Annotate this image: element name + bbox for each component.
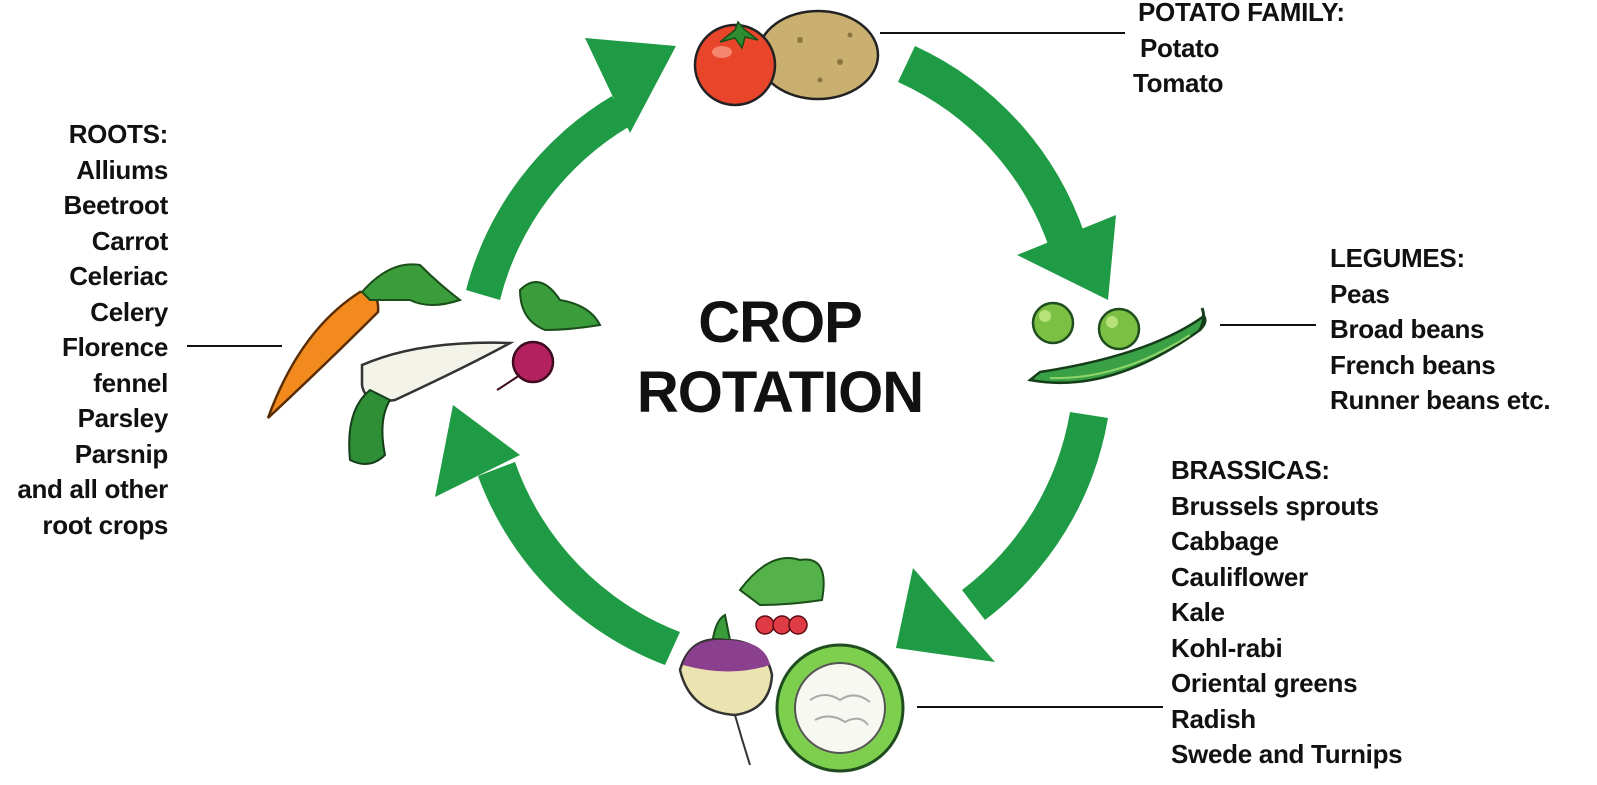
legumes-item: Broad beans bbox=[1330, 314, 1485, 344]
brassicas-item: Swede and Turnips bbox=[1171, 739, 1403, 769]
arrow-roots-to-potato bbox=[466, 38, 676, 300]
roots-item: Celeriac bbox=[69, 261, 168, 291]
legumes-item: Peas bbox=[1330, 278, 1390, 309]
arrow-legumes-to-brassicas bbox=[896, 412, 1108, 662]
roots-item: Beetroot bbox=[63, 190, 169, 220]
roots-item: and all other bbox=[17, 474, 168, 504]
beetroot-icon bbox=[496, 281, 602, 391]
brassicas-group: BRASSICAS: Brussels sprouts Cabbage Caul… bbox=[1171, 453, 1403, 773]
brassicas-item: Cabbage bbox=[1171, 526, 1279, 556]
potato-icon bbox=[756, 9, 880, 101]
diagram-title: CROP ROTATION bbox=[560, 288, 1000, 428]
radish-icon bbox=[738, 557, 825, 635]
roots-item: Carrot bbox=[91, 225, 169, 256]
legumes-heading: LEGUMES: bbox=[1330, 243, 1465, 273]
brassicas-item: Kale bbox=[1171, 597, 1225, 627]
brassicas-item: Kohl-rabi bbox=[1171, 632, 1283, 663]
roots-item: root crops bbox=[42, 509, 168, 540]
legumes-item: Runner beans etc. bbox=[1330, 385, 1551, 415]
potato-family-item: Potato bbox=[1140, 32, 1220, 63]
roots-item: Florence bbox=[62, 332, 168, 362]
brassicas-item: Radish bbox=[1171, 703, 1256, 734]
potato-family-item: Tomato bbox=[1133, 68, 1224, 98]
potato-family-group: POTATO FAMILY: Potato Tomato bbox=[1133, 0, 1345, 102]
cauliflower-icon bbox=[775, 643, 905, 773]
tomato-icon bbox=[693, 20, 777, 107]
brassicas-item: Oriental greens bbox=[1171, 668, 1358, 698]
roots-heading: ROOTS: bbox=[68, 119, 169, 149]
legumes-item: French beans bbox=[1330, 349, 1496, 380]
title-line-1: CROP bbox=[698, 290, 863, 355]
arrow-potato-to-legumes bbox=[898, 46, 1116, 300]
carrot-icon bbox=[266, 263, 463, 419]
roots-group: ROOTS: Alliums Beetroot Carrot Celeriac … bbox=[17, 117, 168, 543]
brassicas-heading: BRASSICAS: bbox=[1171, 455, 1330, 485]
pea-icon bbox=[1031, 301, 1141, 351]
roots-item: Celery bbox=[90, 296, 168, 327]
roots-item: Alliums bbox=[76, 154, 168, 185]
brassicas-item: Brussels sprouts bbox=[1171, 490, 1379, 521]
roots-item: Parsnip bbox=[74, 438, 169, 469]
parsnip-icon bbox=[348, 341, 515, 465]
brassicas-item: Cauliflower bbox=[1171, 561, 1308, 592]
title-line-2: ROTATION bbox=[636, 360, 924, 425]
arrow-brassicas-to-roots bbox=[435, 405, 680, 665]
roots-item: Parsley bbox=[77, 403, 169, 433]
pea-pod-icon bbox=[1027, 307, 1207, 385]
turnip-icon bbox=[678, 613, 774, 766]
legumes-group: LEGUMES: Peas Broad beans French beans R… bbox=[1330, 241, 1551, 419]
potato-family-heading: POTATO FAMILY: bbox=[1138, 0, 1345, 27]
roots-item: fennel bbox=[93, 367, 168, 398]
